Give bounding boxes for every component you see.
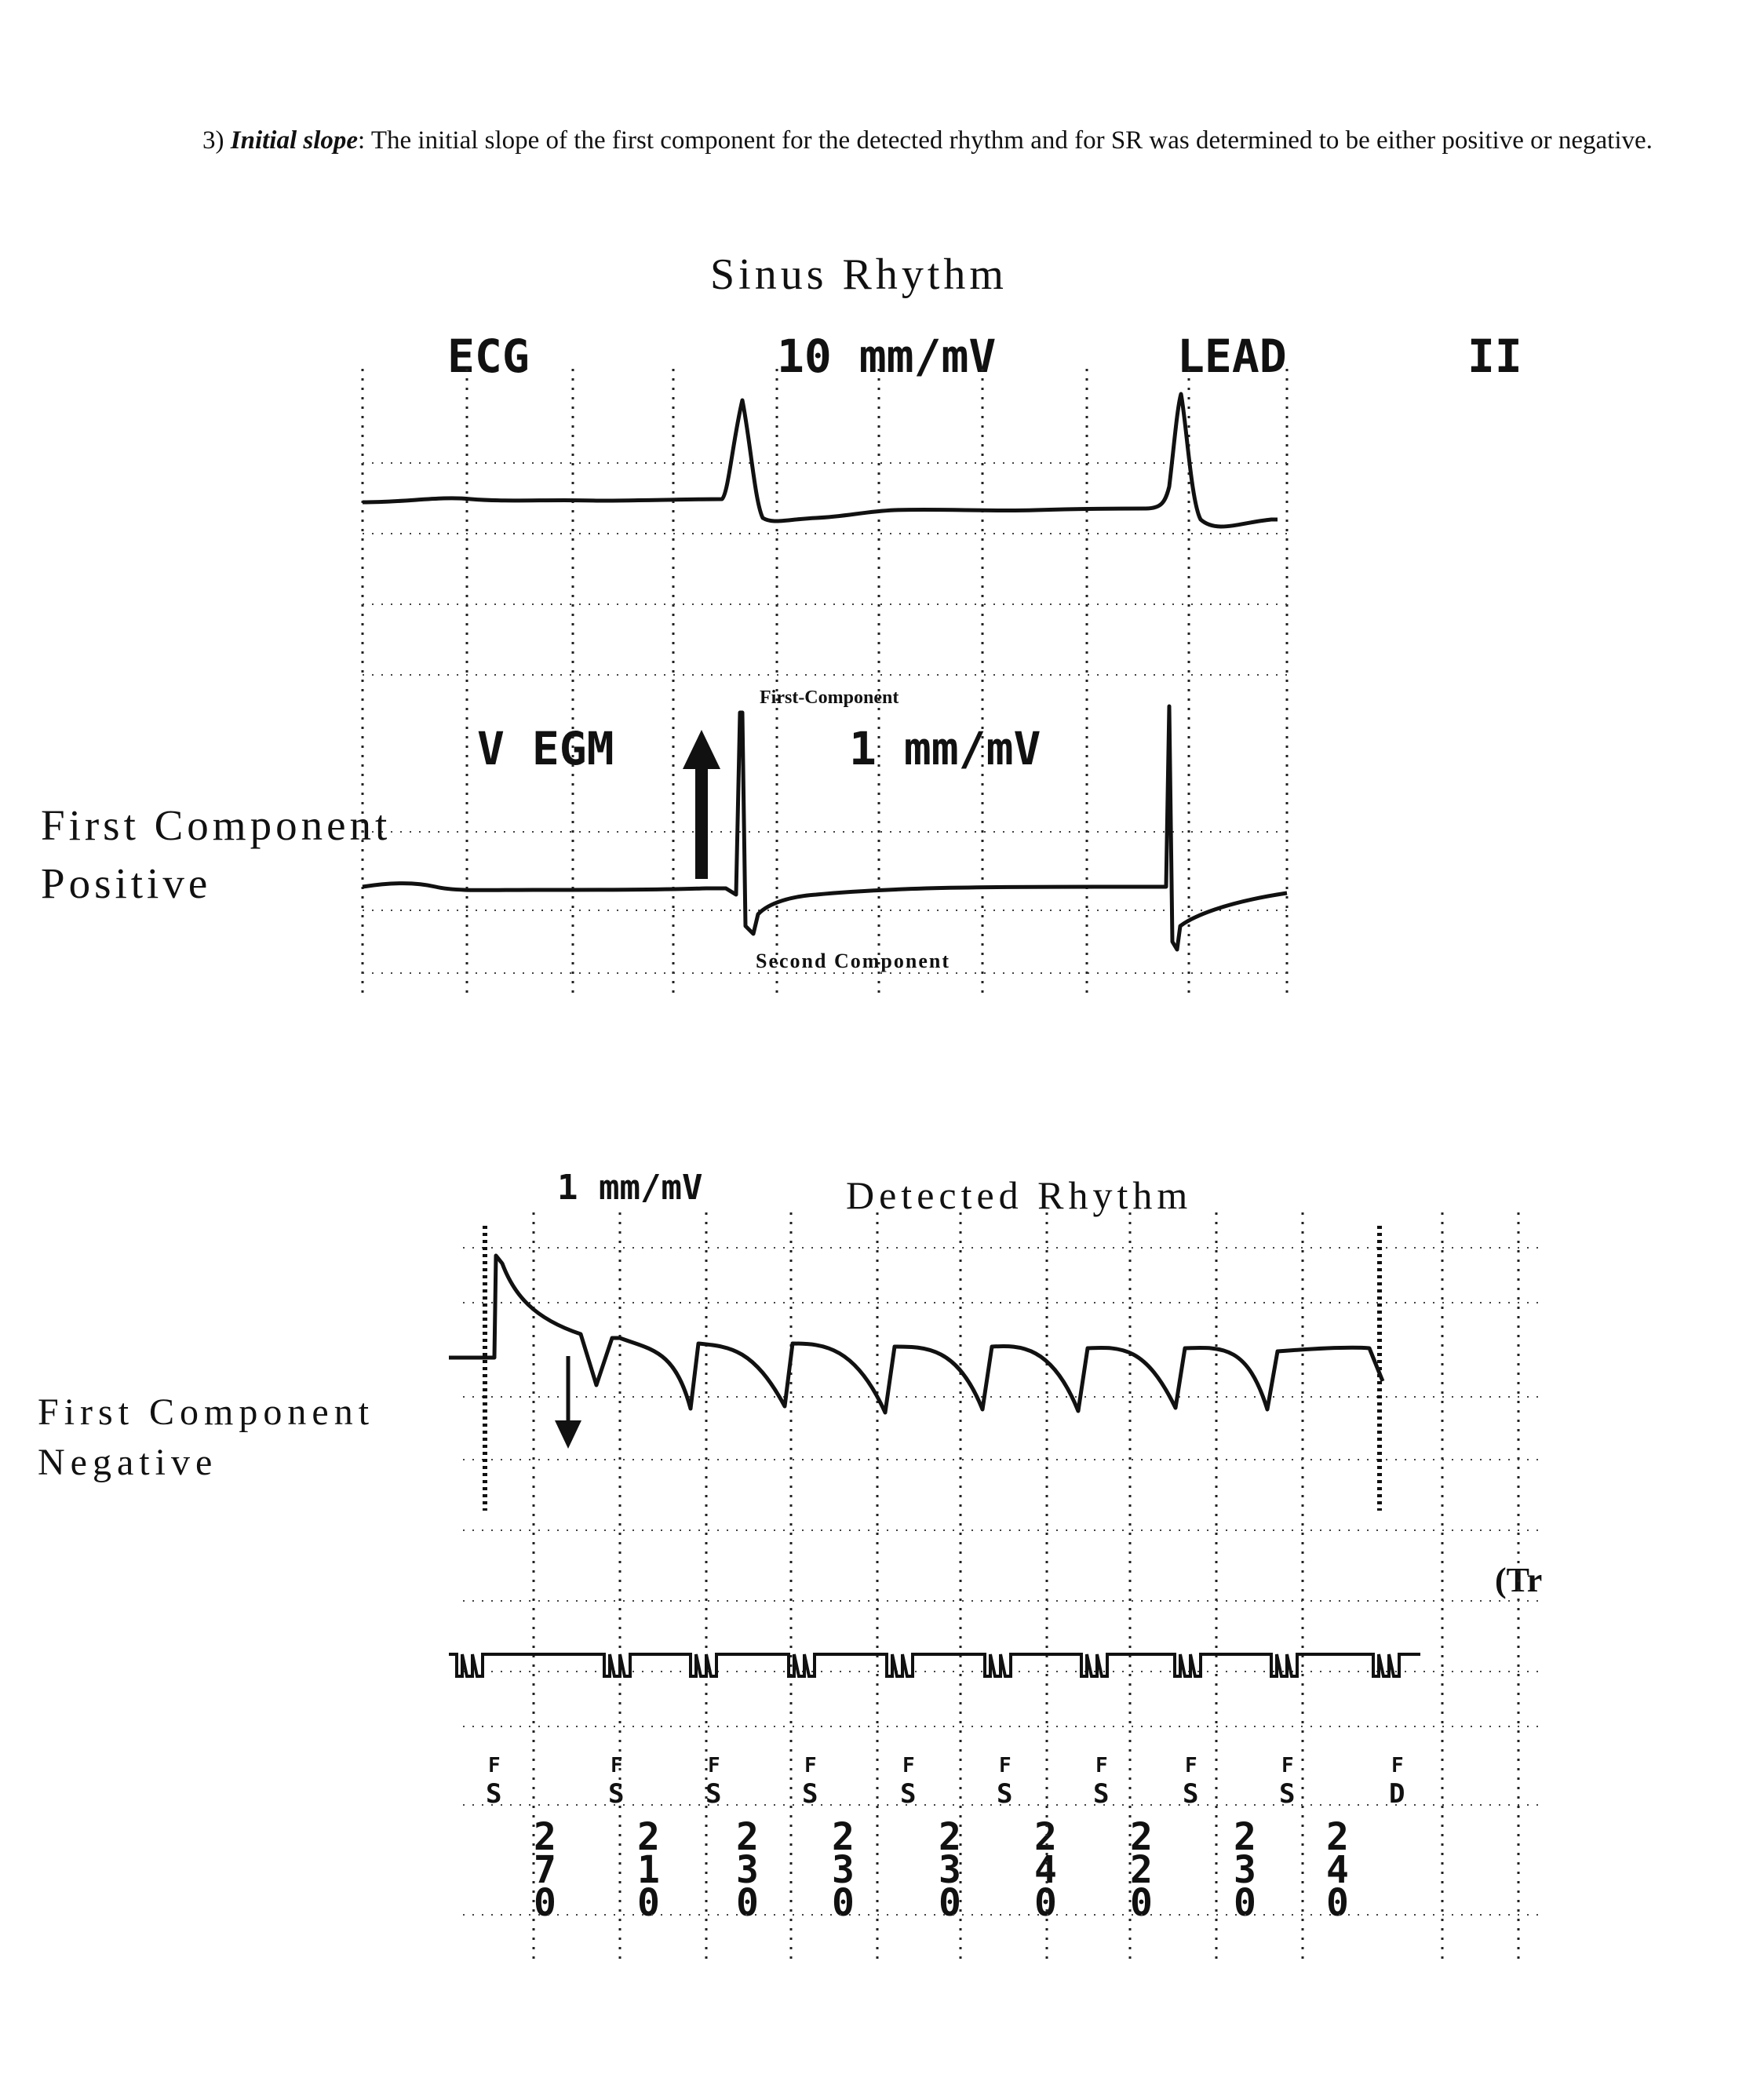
interval-digit: 2 bbox=[1034, 1815, 1057, 1859]
ecg-label: ECG bbox=[447, 330, 530, 383]
paragraph-term: Initial slope bbox=[230, 126, 359, 155]
interval-digit: 2 bbox=[1130, 1815, 1153, 1859]
interval-digit: 2 bbox=[1234, 1815, 1256, 1859]
paragraph-initial-slope: 3) Initial slope: The initial slope of t… bbox=[202, 124, 1678, 157]
interval-digit: 2 bbox=[939, 1815, 961, 1859]
marker-9-bottom: S bbox=[1279, 1778, 1296, 1810]
marker-5-bottom: S bbox=[900, 1778, 917, 1810]
interval-digit: 0 bbox=[534, 1881, 556, 1925]
interval-digit: 0 bbox=[832, 1881, 855, 1925]
sinus-title: Sinus Rhythm bbox=[710, 250, 1008, 299]
marker-1-bottom: S bbox=[486, 1778, 502, 1810]
positive-side-label-2: Positive bbox=[41, 859, 212, 907]
marker-4-bottom: S bbox=[802, 1778, 818, 1810]
interval-digit: 0 bbox=[637, 1881, 660, 1925]
egm-scale: 1 mm/mV bbox=[849, 722, 1041, 775]
marker-2-bottom: S bbox=[608, 1778, 625, 1810]
interval-digit: 2 bbox=[832, 1815, 855, 1859]
marker-4-top: F bbox=[804, 1754, 817, 1777]
second-component-note: Second Component bbox=[756, 950, 950, 972]
marker-10-bottom: D bbox=[1389, 1778, 1405, 1810]
interval-digit: 2 bbox=[637, 1815, 660, 1859]
lead-value: II bbox=[1467, 330, 1522, 383]
interval-digit: 3 bbox=[832, 1848, 855, 1892]
lead-label: LEAD bbox=[1177, 330, 1287, 383]
marker-8-bottom: S bbox=[1183, 1778, 1199, 1810]
interval-digit: 2 bbox=[534, 1815, 556, 1859]
negative-side-label-1: First Component bbox=[38, 1391, 375, 1433]
interval-digit: 3 bbox=[1234, 1848, 1256, 1892]
detected-trace bbox=[449, 1253, 1385, 1415]
interval-digit: 0 bbox=[939, 1881, 961, 1925]
interval-digit: 2 bbox=[1326, 1815, 1349, 1859]
marker-channel-trace bbox=[449, 1653, 1420, 1678]
detected-scale: 1 mm/mV bbox=[557, 1168, 703, 1208]
interval-digit: 3 bbox=[939, 1848, 961, 1892]
marker-3-top: F bbox=[708, 1754, 720, 1777]
interval-digit: 7 bbox=[534, 1848, 556, 1892]
egm-trace bbox=[362, 704, 1288, 952]
interval-digit: 2 bbox=[1130, 1848, 1153, 1892]
positive-side-label-1: First Component bbox=[41, 801, 392, 849]
interval-digit: 4 bbox=[1034, 1848, 1057, 1892]
marker-7-top: F bbox=[1095, 1754, 1108, 1777]
ecg-scale: 10 mm/mV bbox=[777, 330, 997, 383]
negative-arrowhead-icon bbox=[555, 1420, 581, 1449]
interval-digit: 1 bbox=[637, 1848, 660, 1892]
interval-digit: 2 bbox=[736, 1815, 759, 1859]
negative-side-label-2: Negative bbox=[38, 1442, 218, 1483]
marker-6-top: F bbox=[999, 1754, 1012, 1777]
marker-10-top: F bbox=[1391, 1754, 1404, 1777]
ecg-trace bbox=[362, 392, 1278, 529]
detected-title: Detected Rhythm bbox=[846, 1173, 1193, 1217]
paragraph-number: 3) bbox=[202, 126, 224, 155]
marker-6-bottom: S bbox=[997, 1778, 1013, 1810]
positive-arrow-icon bbox=[683, 730, 720, 879]
marker-9-top: F bbox=[1281, 1754, 1294, 1777]
marker-3-bottom: S bbox=[705, 1778, 722, 1810]
interval-digit: 4 bbox=[1326, 1848, 1349, 1892]
marker-5-top: F bbox=[902, 1754, 915, 1777]
grid-dots bbox=[361, 369, 1538, 1962]
marker-8-top: F bbox=[1185, 1754, 1197, 1777]
egm-label: V EGM bbox=[477, 722, 614, 775]
paragraph-text: : The initial slope of the first compone… bbox=[358, 126, 1653, 155]
interval-digit: 3 bbox=[736, 1848, 759, 1892]
first-component-note: First-Component bbox=[760, 687, 899, 708]
marker-7-bottom: S bbox=[1093, 1778, 1110, 1810]
marker-1-top: F bbox=[488, 1754, 501, 1777]
